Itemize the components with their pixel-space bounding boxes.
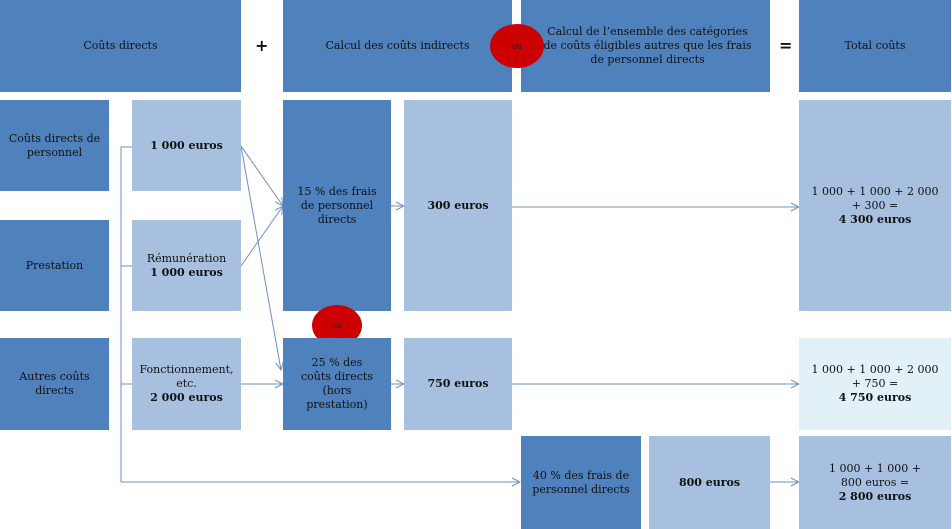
other-amount: 2 000 euros <box>150 391 223 404</box>
service-label-text: Prestation <box>25 258 84 272</box>
total-15: 4 300 euros <box>838 212 912 226</box>
total-25: 4 750 euros <box>838 391 912 404</box>
header-indirect-costs: Calcul des coûts indirects <box>283 0 512 92</box>
row-other-label: Autres coûts directs <box>0 338 109 430</box>
rate40-amount-box: 800 euros <box>649 436 770 529</box>
header-direct-label: Coûts directs <box>83 39 158 52</box>
header-total: Total coûts <box>799 0 951 92</box>
rate15-label: 15 % des frais de personnel directs <box>297 184 377 226</box>
rate15-amount: 300 euros <box>427 198 489 212</box>
staff-amount-box: 1 000 euros <box>132 100 241 191</box>
header-total-label: Total coûts <box>844 39 906 52</box>
other-line1: Fonctionnement, etc. <box>139 363 234 390</box>
header-direct-costs: Coûts directs <box>0 0 241 92</box>
header-indirect-label: Calcul des coûts indirects <box>325 39 470 52</box>
total-40: 2 800 euros <box>838 489 912 503</box>
rate25-amount: 750 euros <box>427 377 489 390</box>
header-all-categories: Calcul de l’ensemble des catégories de c… <box>521 0 770 92</box>
rate15-box: 15 % des frais de personnel directs <box>283 100 391 311</box>
rate40-box: 40 % des frais de personnel directs <box>521 436 641 529</box>
total-25-box: 1 000 + 1 000 + 2 000 + 750 =4 750 euros <box>799 338 951 430</box>
service-line1: Rémunération <box>146 251 227 265</box>
total-40-box: 1 000 + 1 000 + 800 euros =2 800 euros <box>799 436 951 529</box>
rate40-amount: 800 euros <box>678 475 741 489</box>
other-label-text: Autres coûts directs <box>19 370 90 397</box>
row-staff-label: Coûts directs de personnel <box>0 100 109 191</box>
rate25-label: 25 % des coûts directs (hors prestation) <box>301 356 373 411</box>
staff-amount: 1 000 euros <box>150 138 223 152</box>
or-badge-top: ou <box>490 24 544 68</box>
rate15-amount-box: 300 euros <box>404 100 512 311</box>
total-15-box: 1 000 + 1 000 + 2 000 + 300 =4 300 euros <box>799 100 951 311</box>
other-amount-box: Fonctionnement, etc.2 000 euros <box>132 338 241 430</box>
rate25-box: 25 % des coûts directs (hors prestation) <box>283 338 391 430</box>
plus-sign: + <box>255 36 269 55</box>
equals-sign: = <box>779 36 793 55</box>
total-15-formula: 1 000 + 1 000 + 2 000 + 300 = <box>811 184 939 212</box>
total-40-formula: 1 000 + 1 000 + 800 euros = <box>829 461 921 489</box>
rate25-amount-box: 750 euros <box>404 338 512 430</box>
row-service-label: Prestation <box>0 220 109 311</box>
total-25-formula: 1 000 + 1 000 + 2 000 + 750 = <box>811 363 939 390</box>
service-amount: 1 000 euros <box>150 265 223 279</box>
staff-label-text: Coûts directs de personnel <box>8 131 101 159</box>
header-all-categories-label: Calcul de l’ensemble des catégories de c… <box>543 25 752 66</box>
rate40-label: 40 % des frais de personnel directs <box>532 468 630 496</box>
